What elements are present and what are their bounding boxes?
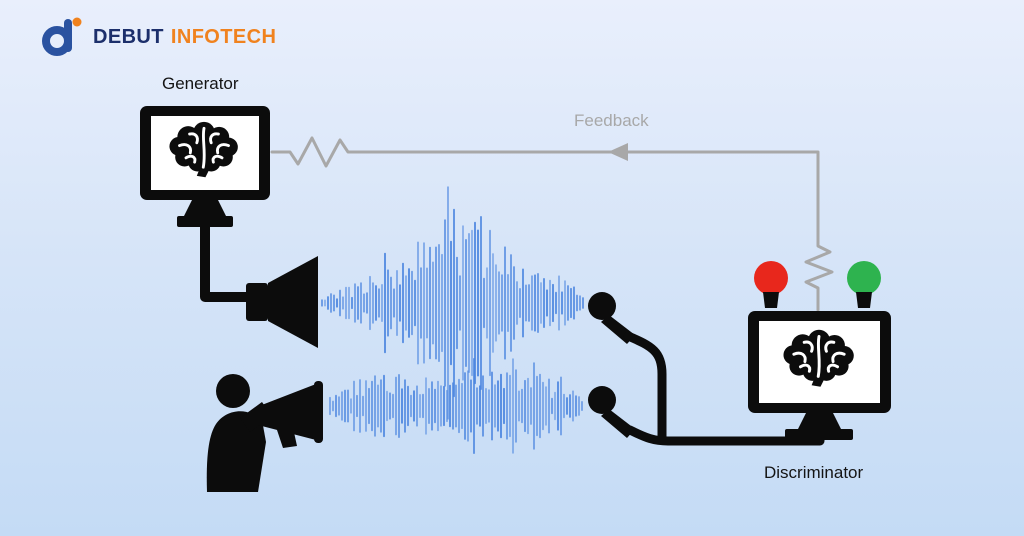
left-arrow-icon (608, 143, 628, 161)
person-with-megaphone-icon (206, 374, 323, 492)
real-audio-waveform (329, 357, 583, 455)
generator-speaker-connector (200, 220, 251, 302)
brand-name-suffix: INFOTECH (170, 25, 277, 48)
green-bulb-icon (847, 261, 881, 308)
debut-infotech-logo-icon (42, 17, 82, 56)
generated-audio-waveform (321, 186, 584, 420)
generator-label: Generator (162, 74, 239, 93)
brand-logo-text: DEBUT INFOTECH (93, 26, 276, 49)
discriminator-label: Discriminator (764, 463, 864, 482)
feedback-arrow (270, 136, 834, 312)
discriminator-monitor-icon (748, 311, 891, 440)
feedback-label: Feedback (574, 111, 649, 130)
microphone-discriminator-connector (623, 331, 825, 446)
brand-logo: DEBUT INFOTECH (38, 14, 276, 60)
brand-name: DEBUT (93, 25, 164, 48)
generator-monitor-icon (140, 106, 270, 227)
loudspeaker-icon (246, 256, 318, 348)
red-bulb-icon (754, 261, 788, 308)
